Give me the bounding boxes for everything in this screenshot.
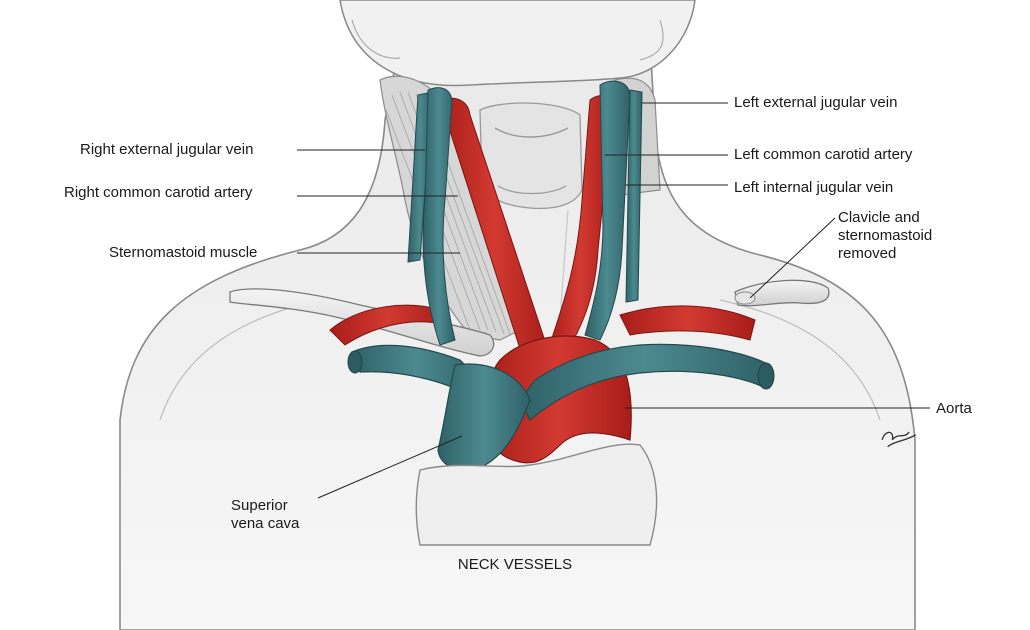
left-clavicle-stump	[734, 279, 830, 307]
artist-signature	[881, 431, 917, 448]
label-superior-vena-cava: Superior vena cava	[231, 497, 299, 533]
right-internal-jugular-vein	[422, 87, 456, 346]
figure-caption: NECK VESSELS	[457, 556, 573, 573]
label-svc-line2: vena cava	[231, 515, 300, 532]
left-subclavian-artery	[619, 305, 756, 341]
label-left-common-carotid-artery: Left common carotid artery	[734, 146, 913, 163]
jaw	[339, 0, 696, 87]
label-right-external-jugular-vein: Right external jugular vein	[80, 141, 254, 158]
label-svc-line1: Superior	[231, 497, 288, 514]
label-clavicle-line3: removed	[838, 245, 897, 262]
label-left-internal-jugular-vein: Left internal jugular vein	[734, 179, 894, 196]
label-clavicle-removed: Clavicle and sternomastoid removed	[838, 209, 932, 263]
label-left-external-jugular-vein: Left external jugular vein	[734, 94, 898, 111]
label-right-common-carotid-artery: Right common carotid artery	[64, 184, 253, 201]
left-brachiocephalic-vein	[519, 343, 771, 421]
left-internal-jugular-vein	[584, 80, 631, 341]
label-sternomastoid-muscle: Sternomastoid muscle	[109, 244, 258, 261]
left-external-jugular-vein	[625, 89, 643, 303]
label-clavicle-line2: sternomastoid	[838, 227, 933, 244]
label-aorta: Aorta	[936, 400, 972, 417]
heart-outline	[415, 443, 658, 546]
leader-lines	[297, 102, 930, 499]
right-external-jugular-vein	[407, 91, 433, 263]
label-clavicle-line1: Clavicle and	[838, 209, 920, 226]
